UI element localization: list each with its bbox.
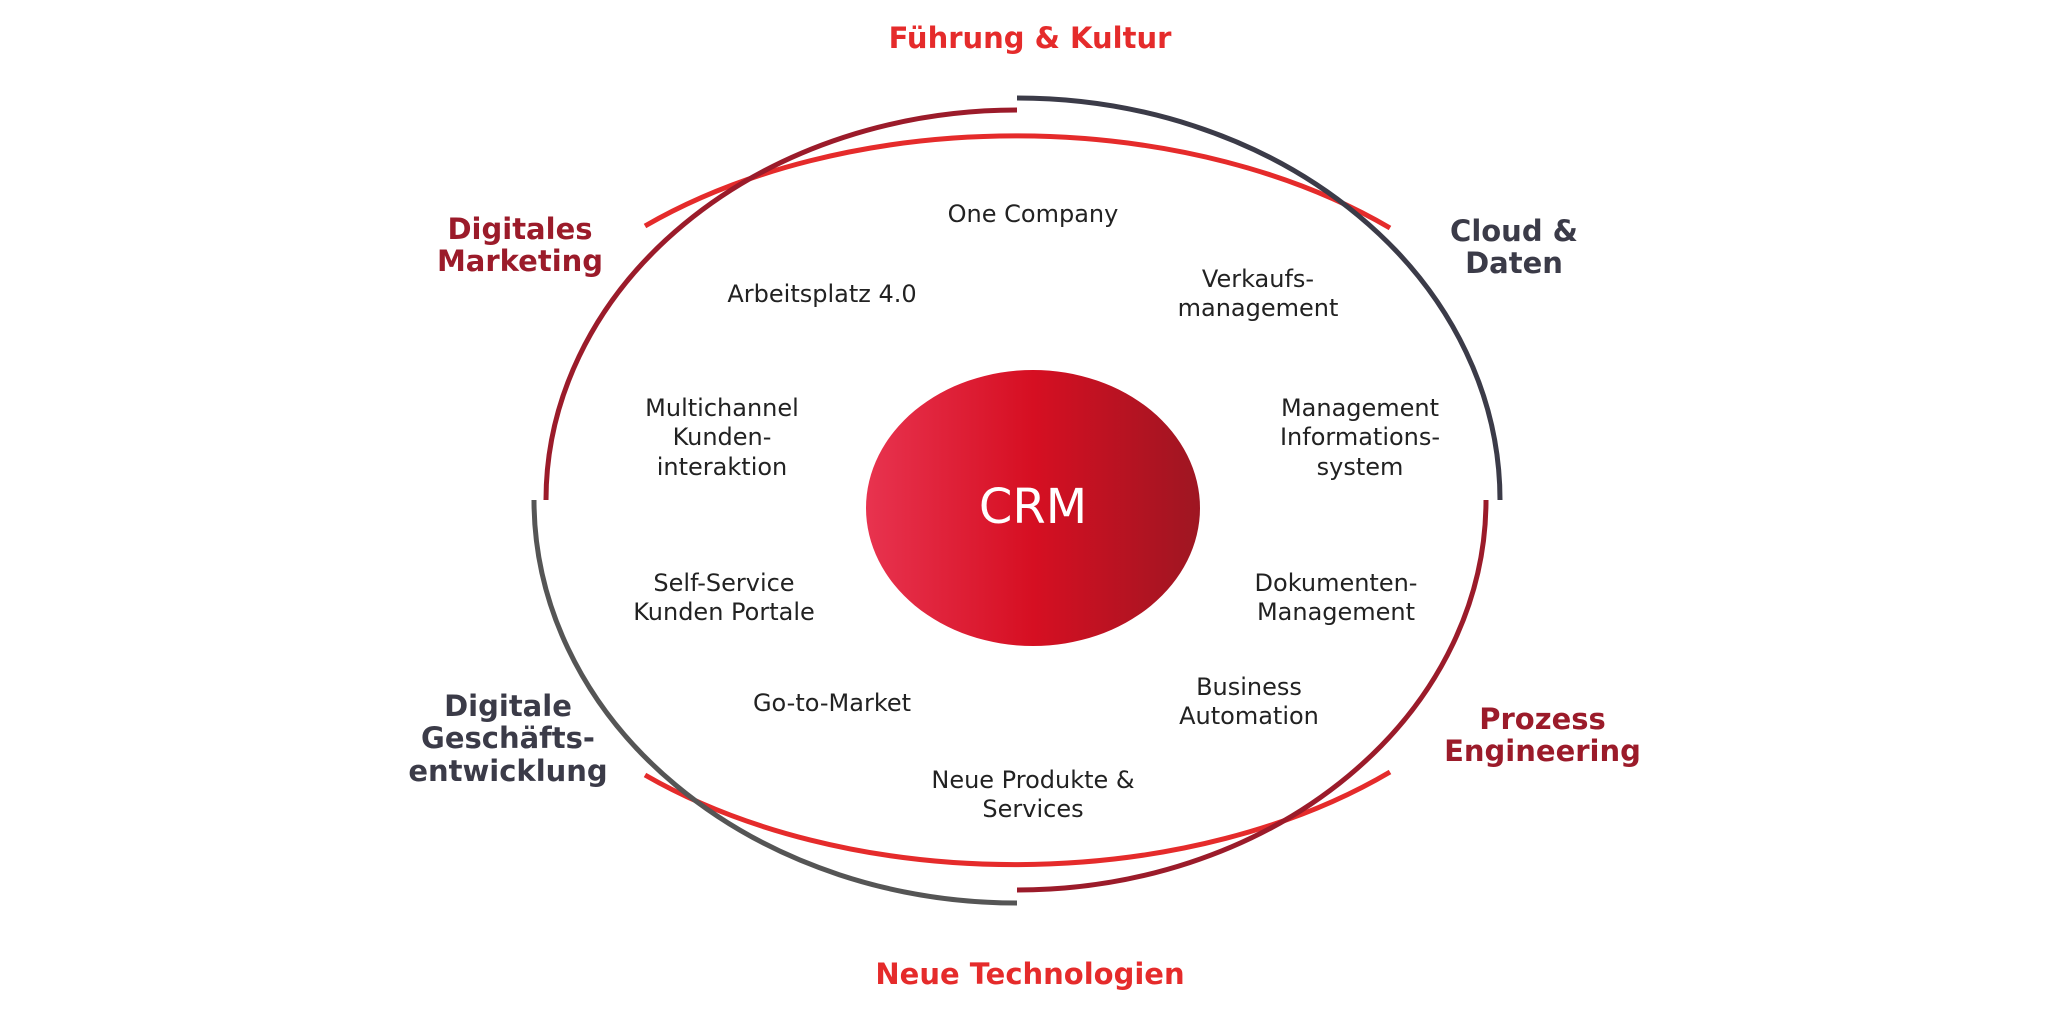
label-digitales-marketing: Digitales Marketing [436, 212, 604, 279]
inner-arc-bottom-right [1016, 499, 1489, 893]
inner-arc-top-left [543, 107, 1018, 501]
label-business-automation: Business Automation [1179, 673, 1319, 731]
label-digitale-geschaeftsentwicklung: Digitale Geschäfts- entwicklung [408, 689, 608, 788]
label-neue-technologien: Neue Technologien [875, 957, 1185, 991]
label-verkaufsmanagement: Verkaufs- management [1177, 265, 1339, 323]
inner-arc-top-right [1016, 95, 1503, 501]
label-prozess-engineering: Prozess Engineering [1444, 702, 1641, 769]
label-multichannel: Multichannel Kunden- interaktion [645, 394, 799, 481]
crm-center-ellipse [866, 370, 1200, 646]
label-go-to-market: Go-to-Market [752, 689, 912, 717]
label-mis: Management Informations- system [1279, 394, 1441, 481]
label-one-company: One Company [947, 200, 1119, 228]
label-arbeitsplatz: Arbeitsplatz 4.0 [727, 280, 917, 308]
label-self-service: Self-Service Kunden Portale [633, 569, 815, 627]
crm-label: CRM [978, 479, 1088, 535]
label-dokumenten: Dokumenten- Management [1254, 569, 1418, 627]
label-fuehrung-kultur: Führung & Kultur [888, 21, 1172, 55]
inner-arc-bottom-left [531, 499, 1018, 906]
label-cloud-daten: Cloud & Daten [1450, 214, 1578, 281]
label-neue-produkte: Neue Produkte & Services [931, 766, 1135, 824]
